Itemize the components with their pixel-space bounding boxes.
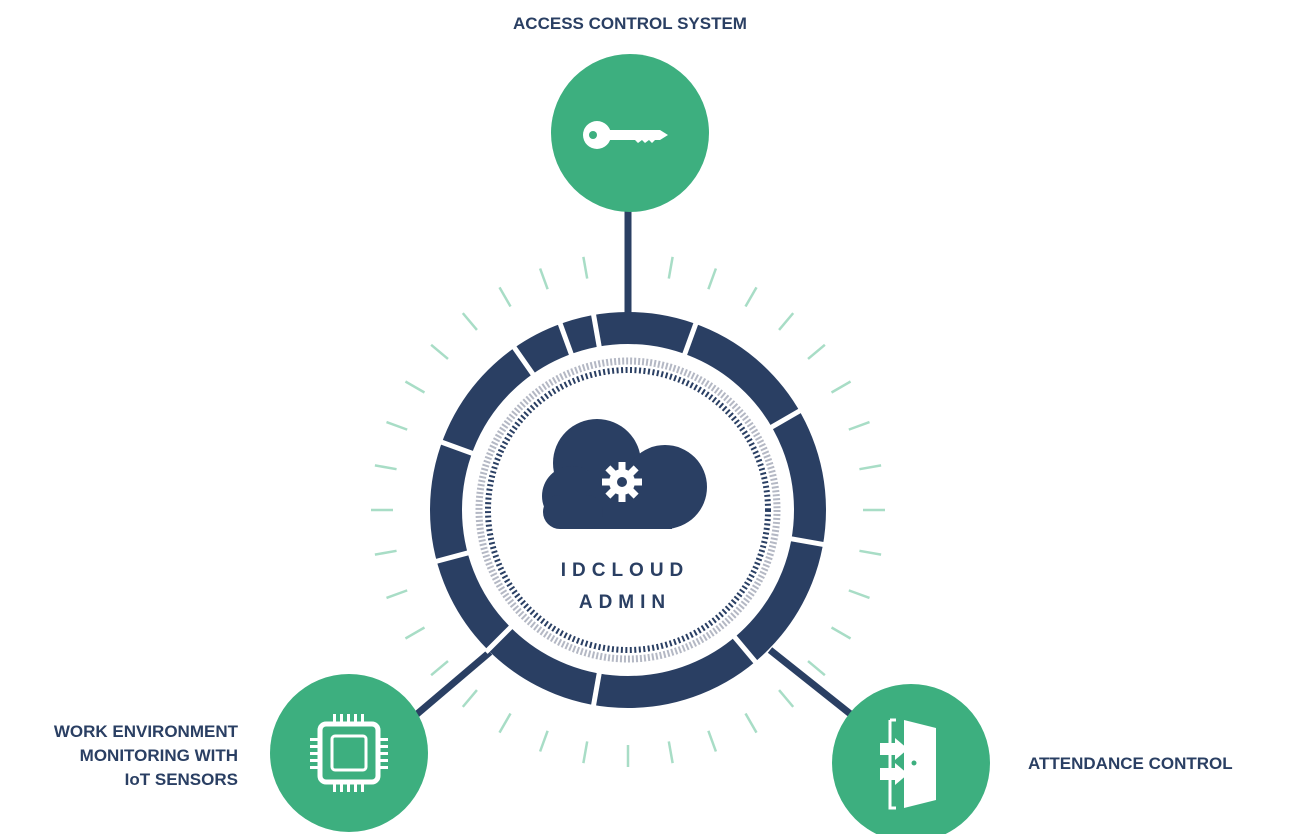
radial-tick (582, 256, 589, 279)
radial-tick (807, 343, 826, 360)
chip-icon (317, 721, 381, 785)
radial-tick (404, 626, 426, 640)
radial-tick (848, 589, 870, 600)
radial-tick (498, 286, 512, 308)
chip-pin (347, 784, 350, 792)
label-iot-monitoring: WORK ENVIRONMENT MONITORING WITH IoT SEN… (53, 722, 238, 789)
radial-tick (386, 589, 408, 600)
radial-tick (461, 312, 478, 331)
chip-pins (310, 714, 388, 792)
ring-gap (788, 535, 827, 548)
ring-segment-gaps (433, 311, 827, 709)
radial-tick (848, 420, 870, 431)
ring-gap (484, 623, 515, 654)
radial-tick (744, 712, 758, 734)
ring-gap (438, 438, 476, 457)
chip-pin (333, 784, 336, 792)
radial-tick (667, 256, 674, 279)
ring-gap (590, 670, 603, 709)
radial-tick (859, 464, 882, 471)
radial-tick (374, 464, 397, 471)
hub-title-line2: ADMIN (578, 592, 672, 613)
radial-tick (744, 286, 758, 308)
radial-tick (859, 549, 882, 556)
radial-tick (430, 343, 449, 360)
chip-pin (380, 738, 388, 741)
ring-gap (510, 343, 537, 378)
radial-tick (830, 626, 852, 640)
hub-title-line1: IDCLOUD (560, 560, 690, 581)
connector-iot (407, 649, 493, 723)
ring-gap (433, 549, 472, 565)
radial-tick (707, 268, 718, 290)
radial-tick (386, 420, 408, 431)
chip-pin (380, 766, 388, 769)
key-icon (583, 121, 668, 149)
radial-tick (538, 730, 549, 752)
decorative-radial-ticks (371, 253, 885, 767)
radial-tick (374, 549, 397, 556)
ring-gap (767, 407, 804, 431)
node-iot-monitoring[interactable] (270, 674, 428, 832)
chip-pin (354, 784, 357, 792)
radial-tick (498, 712, 512, 734)
chip-pin (380, 752, 388, 755)
radial-tick (807, 660, 826, 677)
chip-pin (340, 714, 343, 722)
radial-tick (707, 730, 718, 752)
radial-tick (582, 741, 589, 764)
radial-tick (667, 741, 674, 764)
door-entry-exit-icon (880, 718, 936, 810)
connector-attendance (767, 647, 861, 723)
chip-pin (361, 714, 364, 722)
chip-pin (361, 784, 364, 792)
radial-tick (404, 380, 426, 394)
radial-tick (830, 380, 852, 394)
ring-gap (681, 320, 700, 358)
node-attendance-control[interactable] (832, 684, 990, 834)
chip-pin (354, 714, 357, 722)
chip-pin (380, 745, 388, 748)
chip-pin (310, 752, 318, 755)
chip-pin (310, 745, 318, 748)
chip-pin (310, 766, 318, 769)
hub-dashed-ring (475, 357, 781, 663)
ring-gap (556, 320, 575, 358)
radial-tick (430, 660, 449, 677)
radial-tick (461, 689, 478, 708)
cloud-gear-icon (542, 419, 707, 529)
chip-pin (310, 738, 318, 741)
label-attendance-control: ATTENDANCE CONTROL (1028, 754, 1233, 773)
radial-tick (538, 268, 549, 290)
chip-pin (347, 714, 350, 722)
chip-pin (380, 759, 388, 762)
ring-gap (730, 633, 760, 666)
label-access-control: ACCESS CONTROL SYSTEM (513, 14, 747, 33)
radial-tick (778, 689, 795, 708)
chip-pin (333, 714, 336, 722)
chip-pin (310, 759, 318, 762)
chip-pin (340, 784, 343, 792)
ring-gap (590, 311, 603, 350)
radial-tick (778, 312, 795, 331)
node-access-control[interactable] (551, 54, 709, 212)
